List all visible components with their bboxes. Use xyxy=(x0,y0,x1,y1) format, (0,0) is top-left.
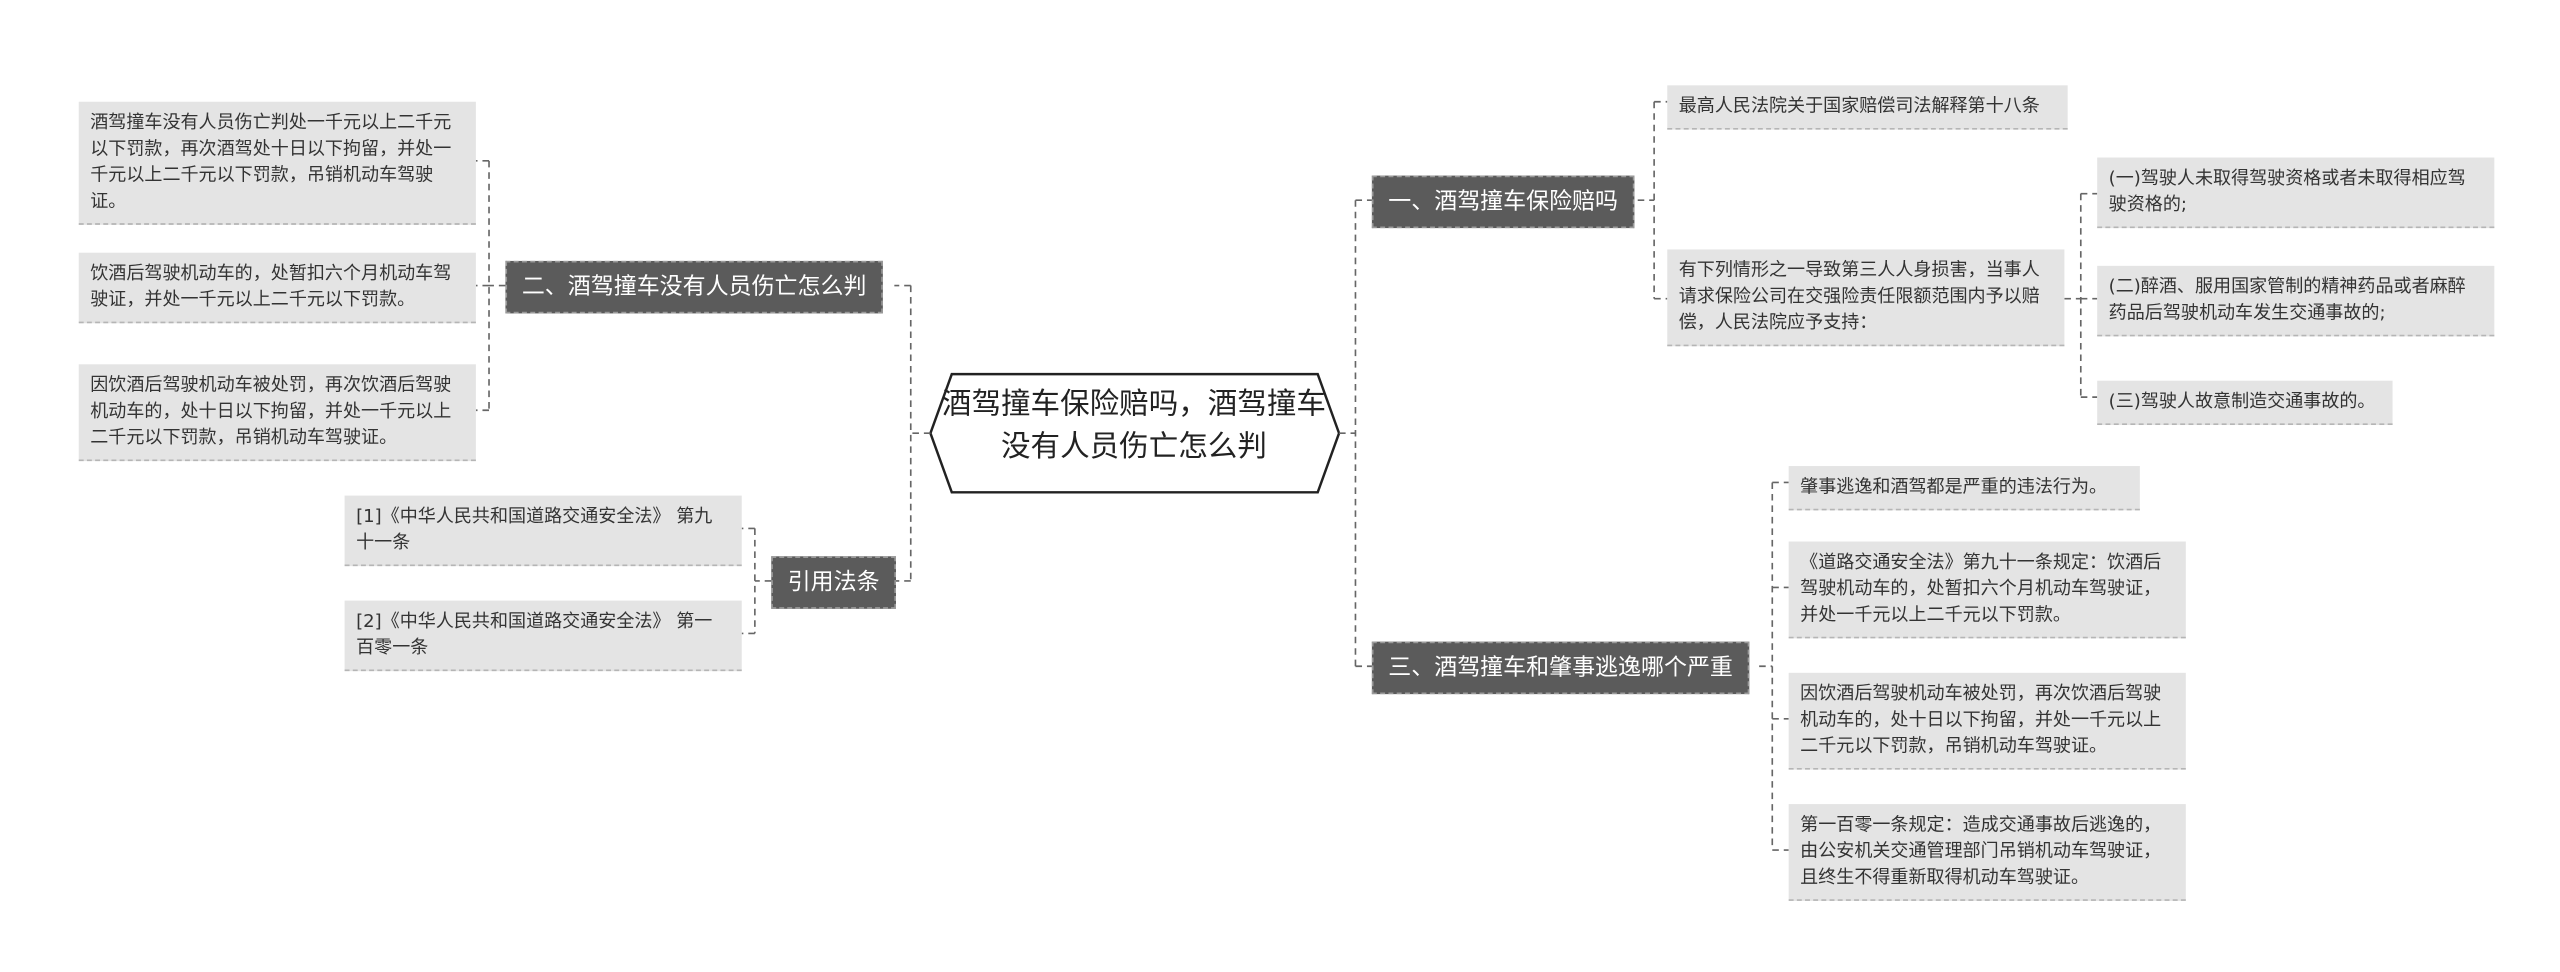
citation-item-1: [1]《中华人民共和国道路交通安全法》 第九十一条 xyxy=(344,495,742,567)
branch-citations[interactable]: 引用法条 xyxy=(771,556,896,609)
insurance-item-1: 最高人民法院关于国家赔偿司法解释第十八条 xyxy=(1667,85,2068,130)
link-hitrun-items xyxy=(1759,481,1789,851)
link-citation-items xyxy=(741,527,772,635)
insurance-item-2: 有下列情形之一导致第三人人身损害，当事人请求保险公司在交强险责任限额范围内予以赔… xyxy=(1667,249,2065,347)
link-insurance-items xyxy=(1637,100,1668,300)
branch-no-injury[interactable]: 二、酒驾撞车没有人员伤亡怎么判 xyxy=(505,260,883,314)
link-center-left xyxy=(909,285,931,581)
branch-insurance[interactable]: 一、酒驾撞车保险赔吗 xyxy=(1371,175,1635,229)
hitrun-item-3: 因饮酒后驾驶机动车被处罚，再次饮酒后驾驶机动车的，处十日以下拘留，并处一千元以上… xyxy=(1788,672,2186,770)
link-center-right xyxy=(1339,200,1357,667)
citation-item-2: [2]《中华人民共和国道路交通安全法》 第一百零一条 xyxy=(344,600,742,672)
insurance-sub-item-2: (二)醉酒、服用国家管制的精神药品或者麻醉药品后驾驶机动车发生交通事故的; xyxy=(2097,265,2495,337)
insurance-sub-item-3: (三)驾驶人故意制造交通事故的。 xyxy=(2097,380,2393,426)
noinjury-item-1: 酒驾撞车没有人员伤亡判处一千元以上二千元以下罚款，再次酒驾处十日以下拘留，并处一… xyxy=(78,101,476,225)
branch-hit-and-run[interactable]: 三、酒驾撞车和肇事逃逸哪个严重 xyxy=(1371,641,1750,695)
hitrun-item-2: 《道路交通安全法》第九十一条规定：饮酒后驾驶机动车的，处暂扣六个月机动车驾驶证，… xyxy=(1788,541,2186,639)
link-sub-items xyxy=(2064,192,2098,398)
noinjury-item-3: 因饮酒后驾驶机动车被处罚，再次饮酒后驾驶机动车的，处十日以下拘留，并处一千元以上… xyxy=(78,364,476,462)
center-topic: 酒驾撞车保险赔吗，酒驾撞车没有人员伤亡怎么判 xyxy=(941,387,1326,465)
insurance-sub-item-1: (一)驾驶人未取得驾驶资格或者未取得相应驾驶资格的; xyxy=(2097,157,2495,229)
link-noinjury-items xyxy=(475,159,506,412)
hitrun-item-4: 第一百零一条规定：造成交通事故后逃逸的，由公安机关交通管理部门吊销机动车驾驶证，… xyxy=(1788,804,2186,901)
hitrun-item-1: 肇事逃逸和酒驾都是严重的违法行为。 xyxy=(1788,466,2140,511)
noinjury-item-2: 饮酒后驾驶机动车的，处暂扣六个月机动车驾驶证，并处一千元以上二千元以下罚款。 xyxy=(78,252,476,324)
